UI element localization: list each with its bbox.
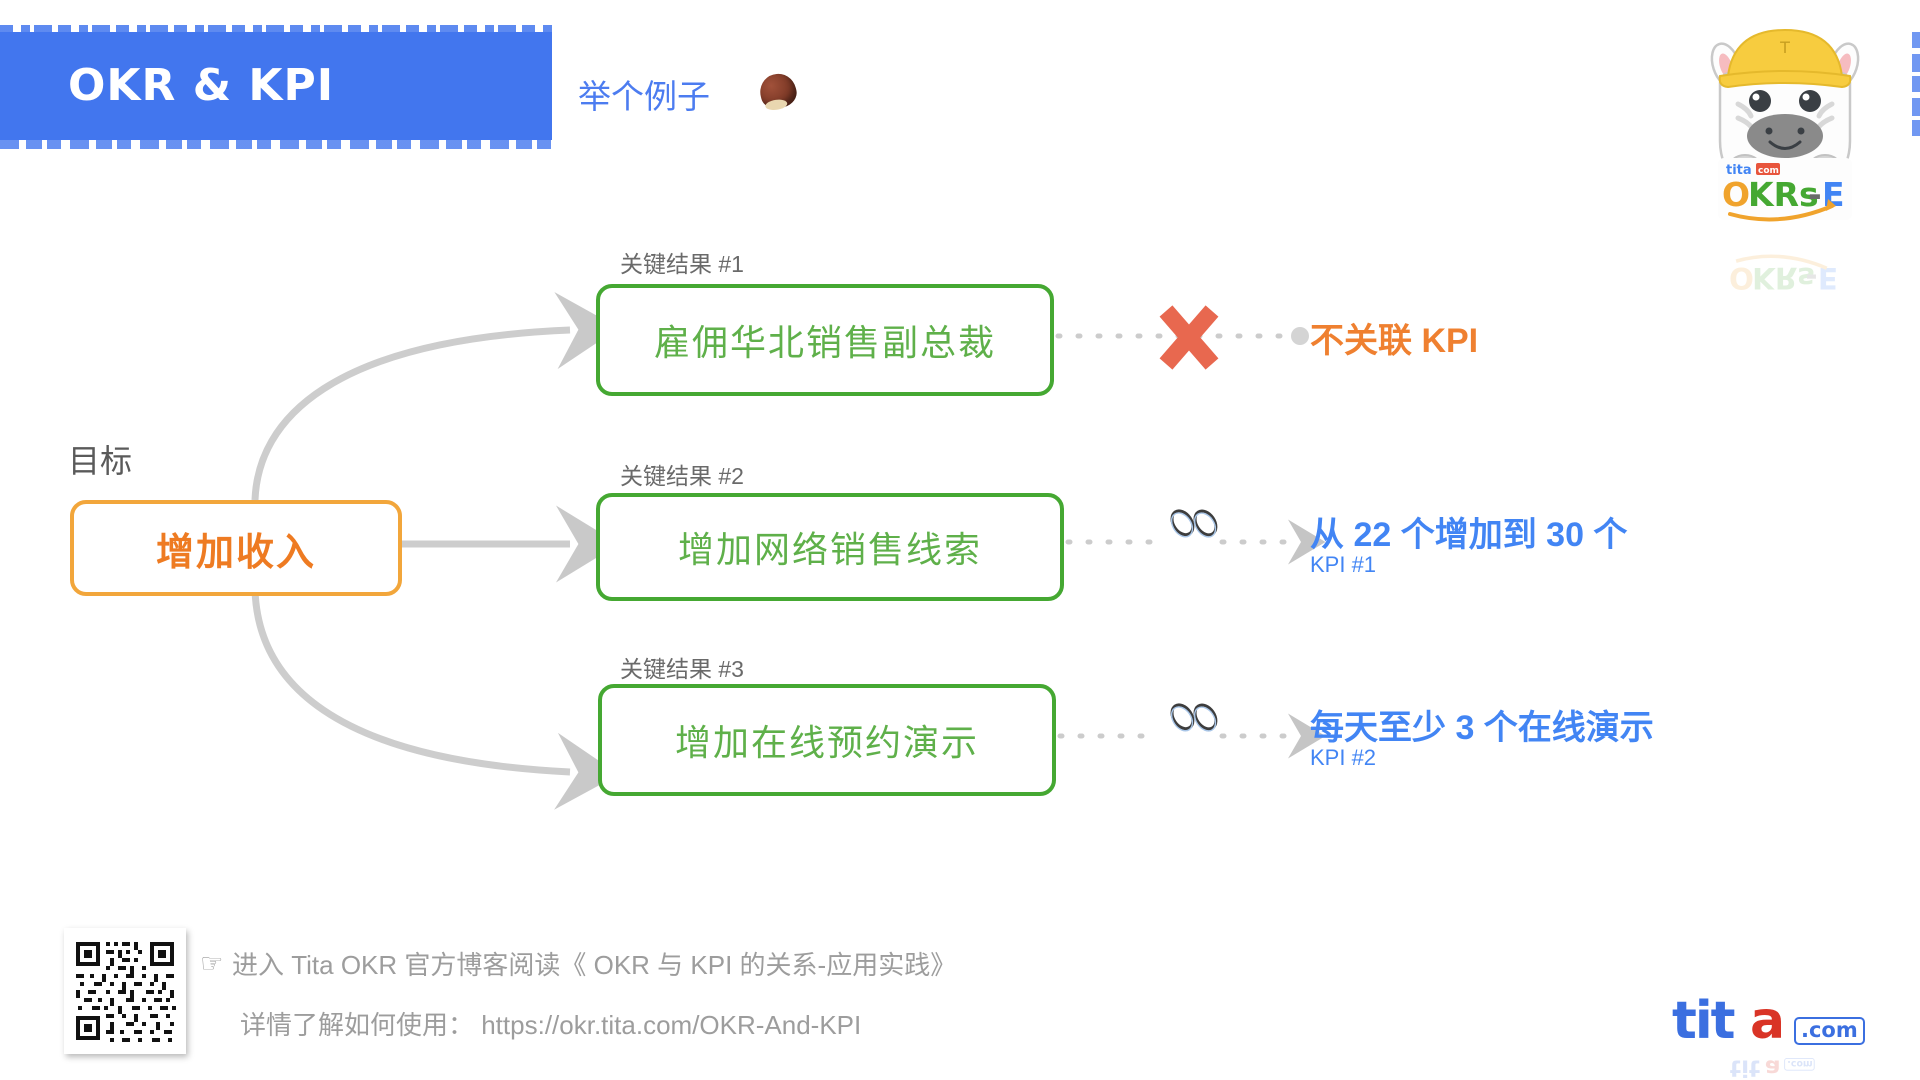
svg-text:O: O bbox=[1729, 261, 1754, 295]
header-banner-rough-edge bbox=[1912, 32, 1920, 140]
tita-logo-blue: tit bbox=[1672, 991, 1736, 1051]
kr2-label: 关键结果 #2 bbox=[620, 463, 744, 489]
kr2-box[interactable]: 增加网络销售线索 bbox=[596, 493, 1064, 601]
svg-text:com: com bbox=[1758, 166, 1779, 176]
kr3-kpi-main: 每天至少 3 个在线演示 bbox=[1310, 709, 1654, 747]
svg-text:KRs: KRs bbox=[1752, 261, 1815, 295]
cross-mark-icon bbox=[1159, 305, 1219, 370]
mascot-reflection: O KRs - E bbox=[1700, 222, 1870, 302]
kr2-kpi-sub: KPI #1 bbox=[1310, 552, 1377, 577]
page-title: OKR & KPI bbox=[68, 60, 335, 111]
tita-logo: tit a .com bbox=[1672, 995, 1882, 1053]
chestnut-icon bbox=[756, 70, 800, 112]
header-banner bbox=[0, 25, 552, 149]
svg-text:a: a bbox=[1765, 1054, 1781, 1080]
svg-text:tit: tit bbox=[1730, 1054, 1760, 1080]
tita-logo-com: .com bbox=[1794, 1017, 1865, 1045]
svg-text:E: E bbox=[1818, 261, 1838, 295]
kr3-text: 增加在线预约演示 bbox=[674, 722, 979, 763]
objective-text: 增加收入 bbox=[155, 531, 316, 574]
svg-text:T: T bbox=[1779, 38, 1790, 57]
tita-logo-red: a bbox=[1750, 991, 1785, 1051]
svg-text:tita: tita bbox=[1726, 163, 1752, 178]
objective-label: 目标 bbox=[68, 443, 133, 479]
kr2-text: 增加网络销售线索 bbox=[677, 529, 982, 570]
kr1-label: 关键结果 #1 bbox=[620, 251, 744, 277]
kr2-kpi-main: 从 22 个增加到 30 个 bbox=[1310, 516, 1628, 554]
kr3-box[interactable]: 增加在线预约演示 bbox=[598, 684, 1056, 796]
zebra-mascot-icon: T tita com O KRs - E bbox=[1710, 28, 1860, 222]
chain-link-icon bbox=[1170, 509, 1218, 538]
tita-logo-reflection: tit a .com bbox=[1672, 1054, 1882, 1080]
svg-text:-: - bbox=[1805, 261, 1817, 295]
svg-text:-: - bbox=[1808, 175, 1822, 214]
connector-objective-to-kr1 bbox=[251, 292, 619, 501]
kr1-box[interactable]: 雇佣华北销售副总裁 bbox=[596, 284, 1054, 396]
connector-endpoint-dot bbox=[1291, 327, 1309, 345]
footer-blog-text: 进入 Tita OKR 官方博客阅读《 OKR 与 KPI 的关系-应用实践》 bbox=[232, 950, 957, 980]
example-label: 举个例子 bbox=[578, 78, 710, 115]
chain-link-icon-2 bbox=[1170, 703, 1218, 732]
pointing-hand-icon: ☞ bbox=[200, 948, 224, 978]
svg-text:O: O bbox=[1722, 175, 1750, 214]
kr3-kpi-sub: KPI #2 bbox=[1310, 745, 1377, 770]
kr1-text: 雇佣华北销售副总裁 bbox=[653, 322, 996, 363]
connector-objective-to-kr3 bbox=[251, 589, 619, 810]
svg-text:.com: .com bbox=[1787, 1058, 1813, 1069]
objective-box[interactable]: 增加收入 bbox=[70, 500, 402, 596]
kr3-label: 关键结果 #3 bbox=[620, 656, 744, 682]
kr1-kpi-main: 不关联 KPI bbox=[1310, 322, 1479, 360]
qr-code-icon[interactable] bbox=[64, 928, 186, 1054]
footer-url-text[interactable]: 详情了解如何使用： https://okr.tita.com/OKR-And-K… bbox=[240, 1010, 862, 1040]
svg-text:KRs: KRs bbox=[1748, 175, 1819, 214]
